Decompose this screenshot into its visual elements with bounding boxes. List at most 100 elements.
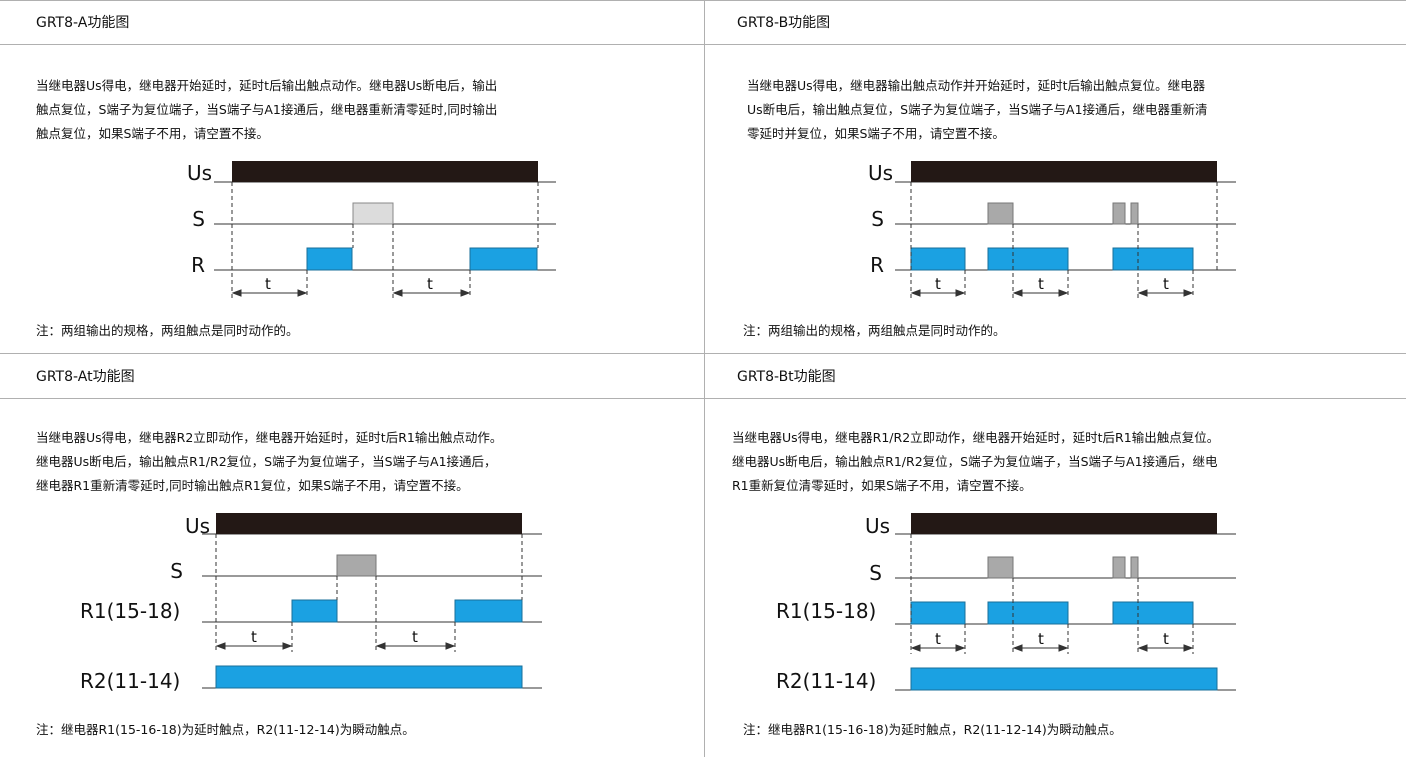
signal-label-r2: R2(11-14) [80,669,180,693]
panel-note-grt8-at: 注：继电器R1(15-16-18)为延时触点，R2(11-12-14)为瞬动触点… [36,722,415,737]
description-line: 当继电器Us得电，继电器输出触点动作并开始延时，延时t后输出触点复位。继电器 [747,78,1206,93]
arrow-head [375,642,386,650]
arrow-head [282,642,293,650]
panel-description-grt8-b: 当继电器Us得电，继电器输出触点动作并开始延时，延时t后输出触点复位。继电器 U… [747,74,1208,146]
pulse-s [987,202,1014,225]
description-line: R1重新复位清零延时，如果S端子不用，请空置不接。 [732,478,1032,493]
pulse-r2 [215,665,523,689]
signal-label-r: R [870,253,884,277]
signal-label-us: Us [865,514,890,538]
pulse-r1 [987,601,1069,625]
panel-title-grt8-a: GRT8-A功能图 [36,15,130,31]
arrow-head [955,289,966,297]
grid-line-header-top [0,44,1406,45]
arrow-head [1183,289,1194,297]
pulse-s [1130,202,1139,225]
arrow-head [1058,644,1069,652]
description-line: 触点复位，S端子为复位端子，当S端子与A1接通后，继电器重新清零延时,同时输出 [36,102,498,117]
signal-label-r2: R2(11-14) [776,669,876,693]
arrow-head [392,289,403,297]
pulse-us [911,161,1217,182]
time-label: t [412,628,418,646]
grid-line-middle [0,353,1406,354]
pulse-r [987,247,1069,271]
description-line: Us断电后，输出触点复位，S端子为复位端子，当S端子与A1接通后，继电器重新清 [747,102,1208,117]
signal-label-r1: R1(15-18) [80,599,180,623]
time-label: t [935,275,941,293]
arrow-head [1183,644,1194,652]
pulse-r1 [910,601,966,625]
signal-label-us: Us [187,161,212,185]
grid-line-header-bottom [0,398,1406,399]
panel-note-grt8-a: 注：两组输出的规格，两组触点是同时动作的。 [36,323,299,338]
pulse-us [911,513,1217,534]
pulse-s [987,556,1014,579]
time-label: t [1038,630,1044,648]
description-line: 继电器R1重新清零延时,同时输出触点R1复位，如果S端子不用，请空置不接。 [36,478,469,493]
signal-label-s: S [871,207,884,231]
time-label: t [265,275,271,293]
pulse-r [306,247,353,271]
signal-label-s: S [869,561,882,585]
description-line: 继电器Us断电后，输出触点R1/R2复位，S端子为复位端子，当S端子与A1接通后… [36,454,497,469]
panel-note-grt8-bt: 注：继电器R1(15-16-18)为延时触点，R2(11-12-14)为瞬动触点… [743,722,1122,737]
pulse-r1 [291,599,338,623]
signal-label-r1: R1(15-18) [776,599,876,623]
arrow-head [460,289,471,297]
panel-title-grt8-at: GRT8-At功能图 [36,369,135,385]
description-line: 零延时并复位，如果S端子不用，请空置不接。 [747,126,1005,141]
pulse-r [469,247,538,271]
pulse-r1 [454,599,523,623]
time-label: t [935,630,941,648]
signal-label-us: Us [868,161,893,185]
pulse-us [216,513,522,534]
pulse-us [232,161,538,182]
pulse-s [352,202,394,225]
pulse-r1 [1112,601,1194,625]
time-label: t [251,628,257,646]
arrow-head [1137,289,1148,297]
arrow-head [910,644,921,652]
arrow-head [1012,289,1023,297]
arrow-head [1058,289,1069,297]
panel-description-grt8-bt: 当继电器Us得电，继电器R1/R2立即动作，继电器开始延时，延时t后R1输出触点… [732,426,1219,498]
description-line: 当继电器Us得电，继电器R2立即动作，继电器开始延时，延时t后R1输出触点动作。 [36,430,503,445]
arrow-head [1012,644,1023,652]
description-line: 触点复位，如果S端子不用，请空置不接。 [36,126,269,141]
pulse-r [1112,247,1194,271]
grid-line-top [0,0,1406,1]
arrow-head [1137,644,1148,652]
pulse-s [1112,202,1126,225]
arrow-head [215,642,226,650]
description-line: 当继电器Us得电，继电器开始延时，延时t后输出触点动作。继电器Us断电后，输出 [36,78,498,93]
pulse-r2 [910,667,1218,691]
arrow-head [910,289,921,297]
panel-title-grt8-bt: GRT8-Bt功能图 [737,369,836,385]
time-label: t [427,275,433,293]
panel-note-grt8-b: 注：两组输出的规格，两组触点是同时动作的。 [743,323,1006,338]
pulse-s [1112,556,1126,579]
panel-title-grt8-b: GRT8-B功能图 [737,15,831,31]
time-label: t [1038,275,1044,293]
arrow-head [445,642,456,650]
description-line: 当继电器Us得电，继电器R1/R2立即动作，继电器开始延时，延时t后R1输出触点… [732,430,1220,445]
panel-description-grt8-at: 当继电器Us得电，继电器R2立即动作，继电器开始延时，延时t后R1输出触点动作。… [36,426,502,498]
arrow-head [297,289,308,297]
description-line: 继电器Us断电后，输出触点R1/R2复位，S端子为复位端子，当S端子与A1接通后… [732,454,1218,469]
time-label: t [1163,275,1169,293]
panel-description-grt8-a: 当继电器Us得电，继电器开始延时，延时t后输出触点动作。继电器Us断电后，输出 … [36,74,497,146]
signal-label-s: S [192,207,205,231]
signal-label-r: R [191,253,205,277]
pulse-s [1130,556,1139,579]
time-label: t [1163,630,1169,648]
pulse-s [336,554,377,577]
arrow-head [231,289,242,297]
grid-line-vertical [704,0,705,757]
signal-label-s: S [170,559,183,583]
arrow-head [955,644,966,652]
